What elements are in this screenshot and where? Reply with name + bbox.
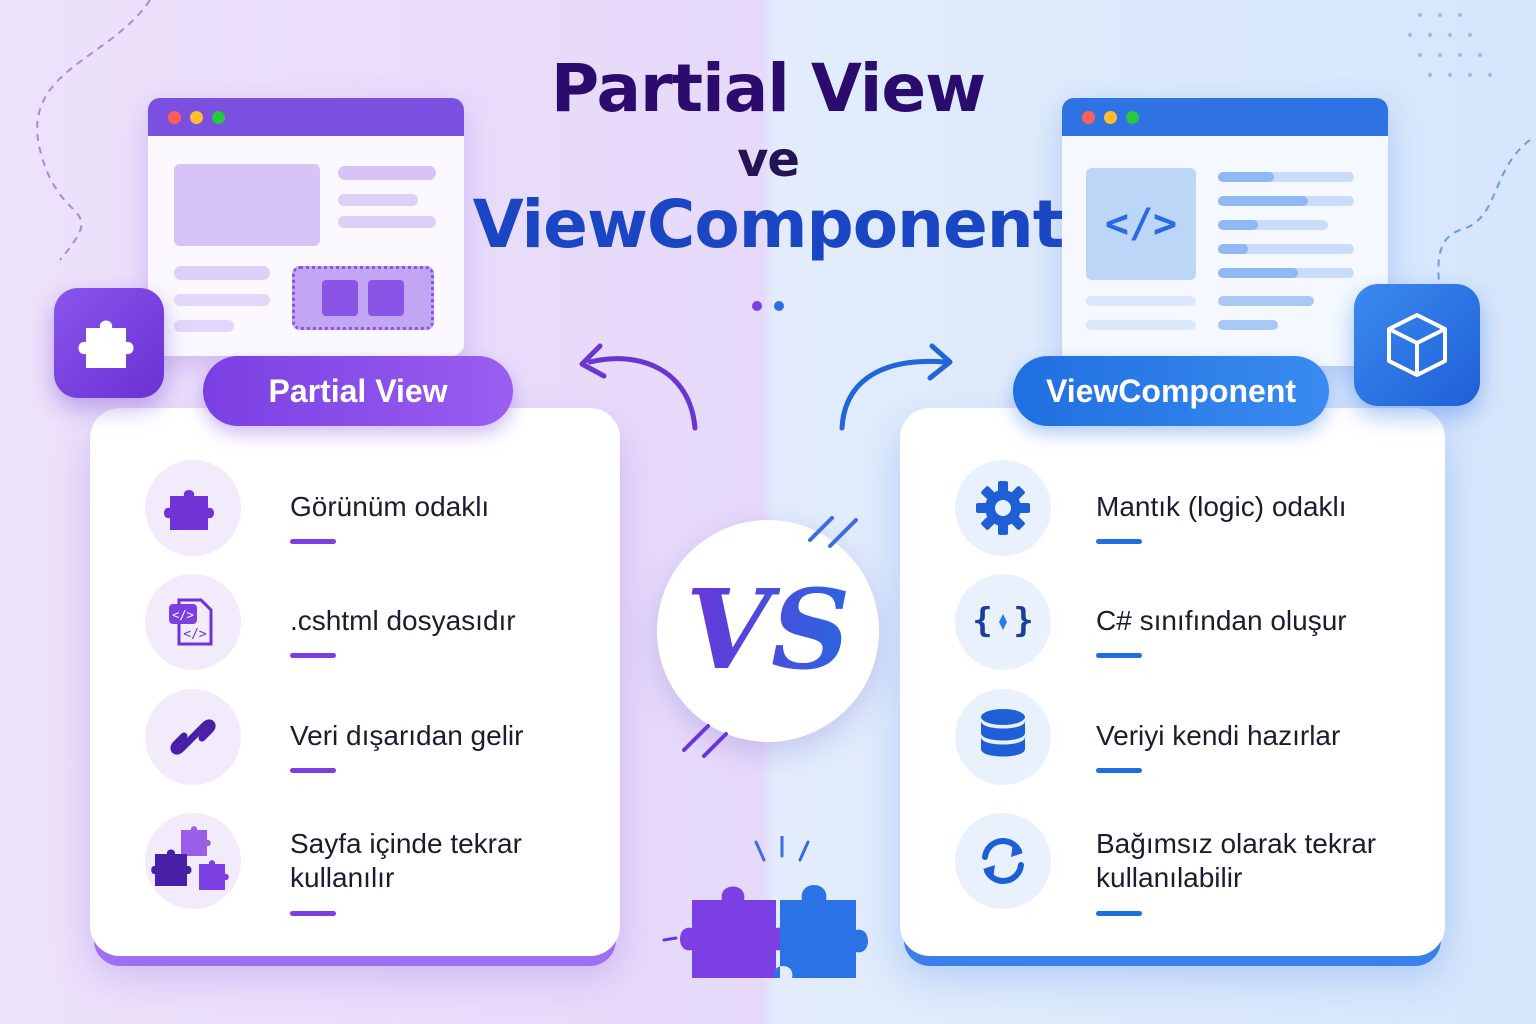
list-item: Veri dışarıdan gelir — [90, 689, 620, 799]
item-label: C# sınıfından oluşur — [1096, 605, 1347, 636]
code-file-icon: </> </> — [145, 574, 241, 670]
item-underline — [290, 911, 336, 916]
puzzle-badge-icon — [54, 288, 164, 398]
item-label: Bağımsız olarak tekrar kullanılabilir — [1096, 828, 1377, 893]
connected-puzzle-icon — [662, 836, 868, 978]
item-underline — [1096, 911, 1142, 916]
gear-icon — [955, 460, 1051, 556]
item-label: Veri dışarıdan gelir — [290, 720, 524, 751]
list-item: Veriyi kendi hazırlar — [900, 689, 1445, 799]
vs-label: VS — [686, 565, 851, 694]
partial-view-header: Partial View — [203, 356, 513, 426]
window-maximize-dot — [1126, 111, 1139, 124]
item-underline — [290, 768, 336, 773]
item-label: Görünüm odaklı — [290, 491, 490, 522]
left-browser-mockup — [148, 98, 464, 356]
window-minimize-dot — [1104, 111, 1117, 124]
vs-motion-lines — [682, 516, 858, 758]
refresh-icon — [955, 813, 1051, 909]
multiple-puzzle-icon — [145, 813, 241, 909]
cube-badge-icon — [1354, 284, 1480, 406]
code-brackets-icon: </> — [1104, 201, 1178, 247]
list-item: Görünüm odaklı — [90, 460, 620, 570]
vs-circle: VS — [657, 520, 879, 742]
window-close-dot — [168, 111, 181, 124]
list-item: Bağımsız olarak tekrar kullanılabilir — [900, 813, 1445, 923]
partial-view-card: Görünüm odaklı </> </> .cshtml dosyasıdı… — [90, 408, 620, 956]
list-item: Sayfa içinde tekrar kullanılır — [90, 813, 620, 923]
page-title-line2: ve — [737, 132, 800, 188]
item-underline — [1096, 539, 1142, 544]
window-close-dot — [1082, 111, 1095, 124]
page-title-line3: ViewComponent — [472, 186, 1065, 263]
viewcomponent-header: ViewComponent — [1013, 356, 1329, 426]
window-minimize-dot — [190, 111, 203, 124]
svg-text:</>: </> — [172, 608, 194, 622]
viewcomponent-card: Mantık (logic) odaklı { } C# sınıfından … — [900, 408, 1445, 956]
list-item: Mantık (logic) odaklı — [900, 460, 1445, 570]
item-label: .cshtml dosyasıdır — [290, 605, 516, 636]
item-label: Veriyi kendi hazırlar — [1096, 720, 1341, 751]
page-title-line1: Partial View — [550, 50, 986, 127]
list-item: { } C# sınıfından oluşur — [900, 574, 1445, 684]
svg-text:</>: </> — [183, 627, 207, 642]
item-underline — [290, 653, 336, 658]
database-icon — [955, 689, 1051, 785]
item-underline — [1096, 653, 1142, 658]
puzzle-piece-icon — [145, 460, 241, 556]
item-underline — [290, 539, 336, 544]
chain-link-icon — [145, 689, 241, 785]
window-maximize-dot — [212, 111, 225, 124]
list-item: </> </> .cshtml dosyasıdır — [90, 574, 620, 684]
right-browser-mockup: </> — [1062, 98, 1388, 366]
curly-braces-icon: { } — [955, 574, 1051, 670]
item-underline — [1096, 768, 1142, 773]
item-label: Mantık (logic) odaklı — [1096, 491, 1347, 522]
item-label: Sayfa içinde tekrar kullanılır — [290, 828, 522, 893]
